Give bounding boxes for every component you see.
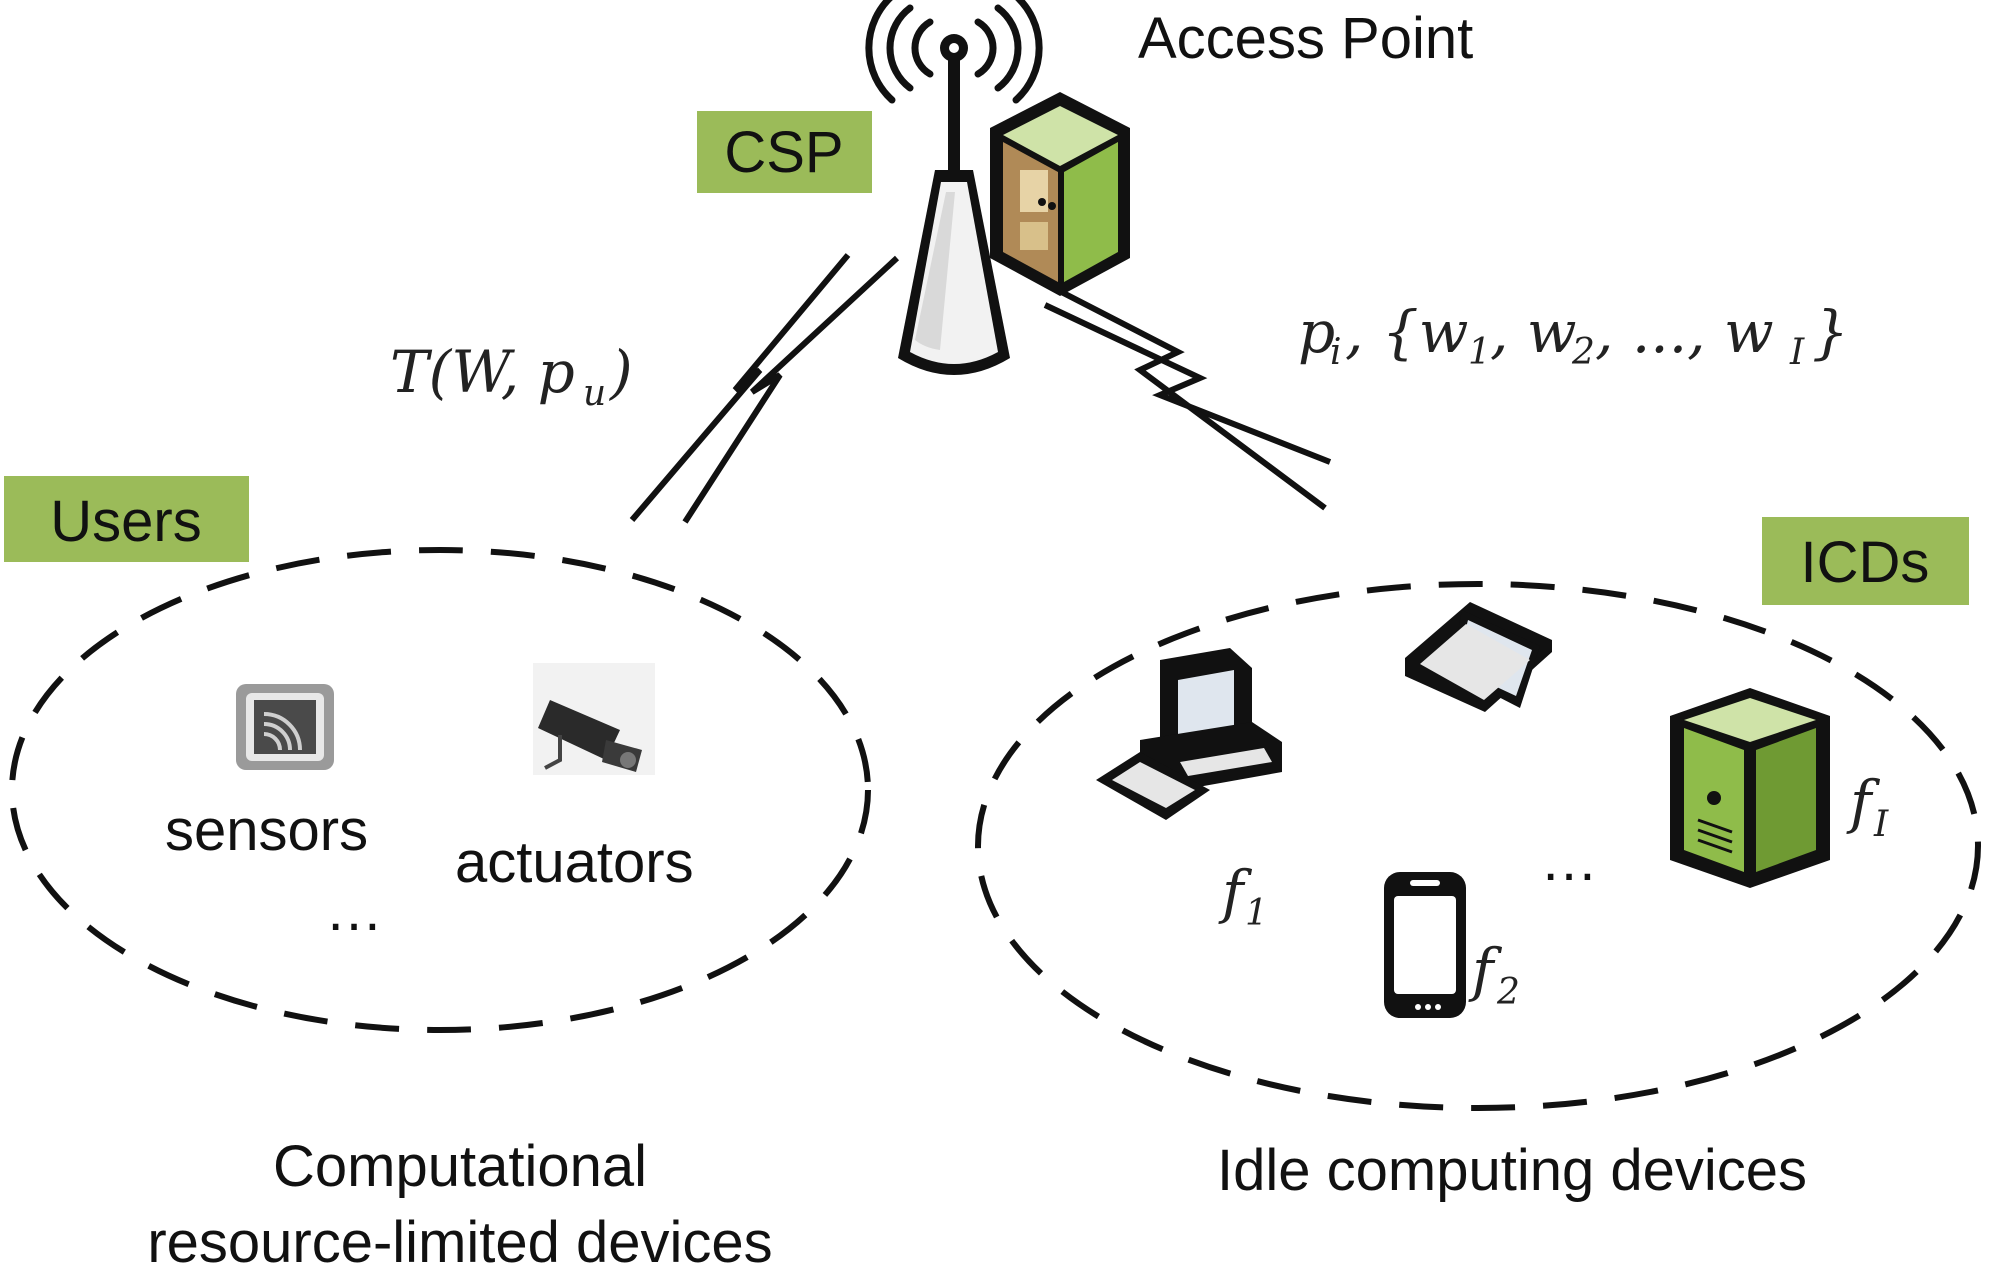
icds-tag-label: ICDs — [1801, 530, 1930, 595]
svg-text:T(W, p: T(W, p — [390, 338, 575, 406]
users-group-ellipse — [9, 547, 871, 1033]
antenna-icon — [865, 0, 1043, 375]
device-label-f1: f 1 — [1218, 858, 1268, 934]
svg-text:1: 1 — [1245, 893, 1268, 934]
server-icon — [1670, 688, 1830, 888]
device-label-fI: f I — [1846, 768, 1889, 845]
downlink-wireless-link — [1040, 279, 1332, 511]
access-point-server-icon — [990, 92, 1130, 296]
actuators-label: actuators — [455, 830, 694, 895]
svg-text:p: p — [1298, 298, 1335, 366]
uplink-wireless-link — [629, 253, 900, 524]
desktop-computer-icon — [1096, 648, 1282, 820]
svg-text:1: 1 — [1468, 332, 1491, 373]
camera-actuator-icon — [533, 663, 655, 775]
csp-tag: CSP — [697, 111, 872, 193]
users-ellipsis: … — [325, 878, 383, 943]
svg-text:I: I — [1789, 332, 1805, 373]
svg-text:2: 2 — [1571, 332, 1595, 373]
users-caption-line1: Computational — [273, 1134, 647, 1199]
svg-text:}: } — [1812, 298, 1849, 366]
smartphone-icon — [1384, 872, 1466, 1018]
device-label-f2: f 2 — [1468, 936, 1520, 1013]
svg-text:2: 2 — [1496, 972, 1520, 1013]
csp-tag-label: CSP — [724, 120, 843, 185]
access-point-label: Access Point — [1138, 6, 1473, 71]
svg-text:, ..., w: , ..., w — [1595, 298, 1774, 366]
users-caption-line2: resource-limited devices — [147, 1210, 772, 1275]
uplink-label: T(W, p u ) — [390, 338, 633, 414]
sensors-label: sensors — [165, 798, 368, 863]
svg-text:, {w: , {w — [1345, 298, 1468, 366]
icds-group-ellipse — [975, 581, 1981, 1111]
svg-text:, w: , w — [1490, 298, 1577, 366]
icds-caption: Idle computing devices — [1217, 1138, 1807, 1203]
svg-text:u: u — [583, 373, 606, 414]
laptop-icon — [1405, 602, 1552, 712]
svg-text:I: I — [1873, 804, 1889, 845]
icds-ellipsis: … — [1540, 828, 1598, 893]
sensor-icon — [236, 684, 334, 770]
downlink-label: p i , {w 1 , w 2 , ..., w I } — [1298, 298, 1849, 373]
icds-tag: ICDs — [1762, 517, 1969, 605]
svg-text:i: i — [1330, 332, 1342, 373]
users-tag: Users — [4, 476, 249, 562]
svg-text:): ) — [608, 338, 633, 406]
users-tag-label: Users — [50, 489, 201, 554]
